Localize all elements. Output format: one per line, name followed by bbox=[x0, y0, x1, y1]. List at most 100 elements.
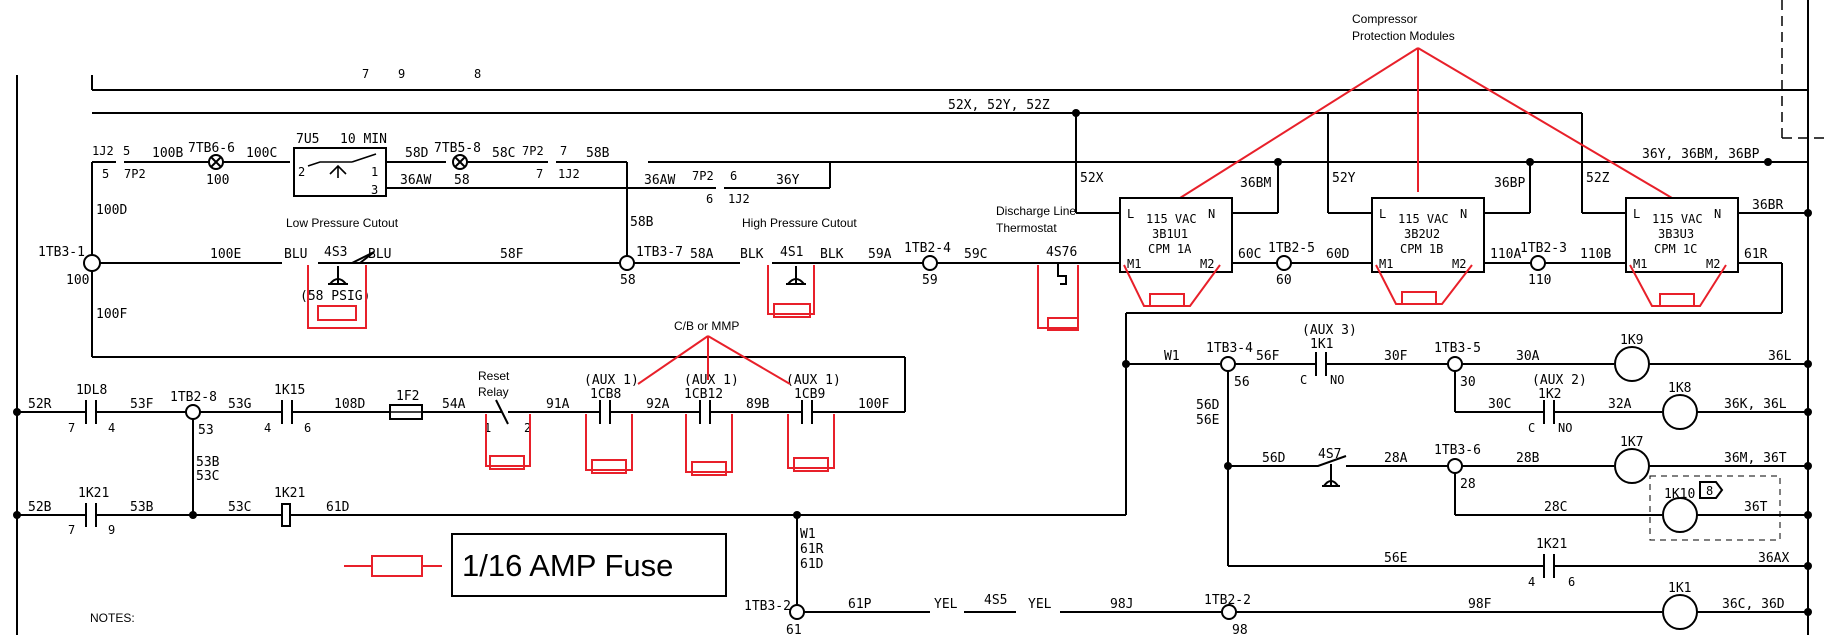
terminal-num-7tb6-6: 100 bbox=[206, 173, 229, 188]
wire-label-98j: 98J bbox=[1110, 597, 1133, 612]
timer-time: 10 MIN bbox=[340, 132, 387, 147]
lamp-cross bbox=[454, 156, 466, 168]
wire-label-w1b: W1 bbox=[800, 527, 816, 542]
timer-pin-3: 3 bbox=[371, 183, 378, 197]
device-1k10-tag: 8 bbox=[1706, 484, 1713, 498]
fuse-1cb9 bbox=[793, 457, 829, 472]
wire-label-53b-2: 53B bbox=[130, 500, 154, 515]
module-voltage: 115 VAC bbox=[1652, 212, 1703, 226]
wire-label-92a: 92A bbox=[646, 397, 670, 412]
wire-label-36bp: 36BP bbox=[1494, 176, 1525, 191]
wire-label-36c-36d: 36C, 36D bbox=[1722, 597, 1785, 612]
device-1dl8-pin-b: 4 bbox=[108, 421, 115, 435]
fuse-loop-4s76 bbox=[1037, 265, 1079, 329]
terminal-label-1tb3-7: 1TB3-7 bbox=[636, 245, 683, 260]
device-1k7: 1K7 bbox=[1620, 435, 1643, 450]
terminal-num-1tb3-7: 58 bbox=[620, 273, 636, 288]
device-4s5: 4S5 bbox=[984, 593, 1007, 608]
terminal-num-1tb3-4: 56 bbox=[1234, 375, 1250, 390]
terminal-num-1tb2-5: 60 bbox=[1276, 273, 1292, 288]
wire-label-w1: W1 bbox=[1164, 349, 1180, 364]
terminal-label-7tb5-8: 7TB5-8 bbox=[434, 141, 481, 156]
device-1k2-no: NO bbox=[1558, 421, 1572, 435]
conn-1j2-b: 1J2 bbox=[558, 167, 580, 181]
terminal-label-1tb2-4: 1TB2-4 bbox=[904, 241, 951, 256]
terminal-num-1tb3-6: 28 bbox=[1460, 477, 1476, 492]
wire-label-52y: 52Y bbox=[1332, 171, 1356, 186]
terminal-1tb3-6 bbox=[1447, 458, 1463, 474]
terminal-label-1tb3-5: 1TB3-5 bbox=[1434, 341, 1481, 356]
fuse-cpm-1a bbox=[1149, 293, 1185, 307]
terminal-label-1tb3-4: 1TB3-4 bbox=[1206, 341, 1253, 356]
module-box bbox=[1625, 197, 1739, 273]
fuse-loop-1cb12 bbox=[685, 414, 733, 473]
wire-label-53c-2: 53C bbox=[228, 500, 251, 515]
device-1dl8-pin-a: 7 bbox=[68, 421, 75, 435]
module-pin-n: N bbox=[1208, 207, 1215, 221]
wire-label-58c: 58C bbox=[492, 146, 515, 161]
device-1k1: 1K1 bbox=[1668, 581, 1691, 596]
device-1k21-a-pin-a: 7 bbox=[68, 523, 75, 537]
device-1cb12: 1CB12 bbox=[684, 387, 723, 402]
junction-36k bbox=[1804, 408, 1812, 416]
wire-label-108d: 108D bbox=[334, 397, 365, 412]
wire-label-36y: 36Y bbox=[776, 173, 800, 188]
terminal-num-1tb3-1: 100 bbox=[66, 273, 89, 288]
device-1dl8: 1DL8 bbox=[76, 383, 107, 398]
fuse-4s1 bbox=[773, 303, 811, 318]
annotation-cb-or-mmp: C/B or MMP bbox=[674, 319, 739, 333]
fuse-4s3 bbox=[317, 305, 357, 321]
terminal-1tb2-4 bbox=[922, 255, 938, 271]
terminal-num-1tb3-2: 61 bbox=[786, 623, 802, 635]
device-1cb8: 1CB8 bbox=[590, 387, 621, 402]
wire-label-32a: 32A bbox=[1608, 397, 1632, 412]
wire-label-30a: 30A bbox=[1516, 349, 1540, 364]
terminal-label-1tb2-5: 1TB2-5 bbox=[1268, 241, 1315, 256]
wire-label-53g: 53G bbox=[228, 397, 252, 412]
wire-label-89b: 89B bbox=[746, 397, 770, 412]
wire-label-59a: 59A bbox=[868, 247, 892, 262]
contact-1cb12 bbox=[686, 400, 724, 424]
junction-52r bbox=[13, 408, 21, 416]
wire-label-53c: 53C bbox=[196, 469, 219, 484]
wire-label-36m-36t: 36M, 36T bbox=[1724, 451, 1787, 466]
wire-label-top-bus: 52X, 52Y, 52Z bbox=[948, 98, 1050, 113]
wire-label-36l: 36L bbox=[1768, 349, 1792, 364]
wire-label-56f: 56F bbox=[1256, 349, 1280, 364]
legend-box bbox=[451, 533, 727, 597]
fuse-1cb8 bbox=[591, 459, 627, 474]
module-pin-m1: M1 bbox=[1379, 257, 1393, 271]
device-aux1-c: (AUX 1) bbox=[786, 373, 841, 388]
terminal-1tb3-5 bbox=[1447, 356, 1463, 372]
module-id: CPM 1A bbox=[1148, 242, 1192, 256]
device-1k21-a-pin-b: 9 bbox=[108, 523, 115, 537]
wire-label-yel-1: YEL bbox=[934, 597, 958, 612]
wire-label-28a: 28A bbox=[1384, 451, 1408, 466]
coil-1k8 bbox=[1662, 394, 1698, 430]
terminal-label-1tb2-8: 1TB2-8 bbox=[170, 390, 217, 405]
device-1k21-c: 1K21 bbox=[1536, 537, 1567, 552]
thermostat-4s76 bbox=[1057, 264, 1067, 285]
device-1k15: 1K15 bbox=[274, 383, 305, 398]
fuse-loop-1cb8 bbox=[585, 414, 633, 471]
contact-1k21-c bbox=[1530, 554, 1568, 578]
wire-label-30f: 30F bbox=[1384, 349, 1408, 364]
wire-label-blu-2: BLU bbox=[368, 247, 391, 262]
terminal-label-7tb6-6: 7TB6-6 bbox=[188, 141, 235, 156]
wire-label-60d: 60D bbox=[1326, 247, 1350, 262]
wire-label-52x: 52X bbox=[1080, 171, 1104, 186]
pressure-diaphragm-4s1 bbox=[787, 278, 805, 285]
terminal-1tb2-8 bbox=[185, 404, 201, 420]
dashed-box-1k10 bbox=[1649, 475, 1781, 541]
module-box bbox=[1119, 197, 1233, 273]
module-cpm-1a: L N M1 M2 115 VAC 3B1U1 CPM 1A bbox=[1119, 197, 1233, 273]
wire-label-100f: 100F bbox=[96, 307, 127, 322]
conn-6-a: 6 bbox=[730, 169, 737, 183]
device-4s76: 4S76 bbox=[1046, 245, 1077, 260]
coil-1k7 bbox=[1614, 448, 1650, 484]
wire-label-58a: 58A bbox=[690, 247, 714, 262]
lamp-cross bbox=[210, 156, 222, 168]
wire-label-58d: 58D bbox=[405, 146, 429, 161]
junction-36br bbox=[1804, 209, 1812, 217]
